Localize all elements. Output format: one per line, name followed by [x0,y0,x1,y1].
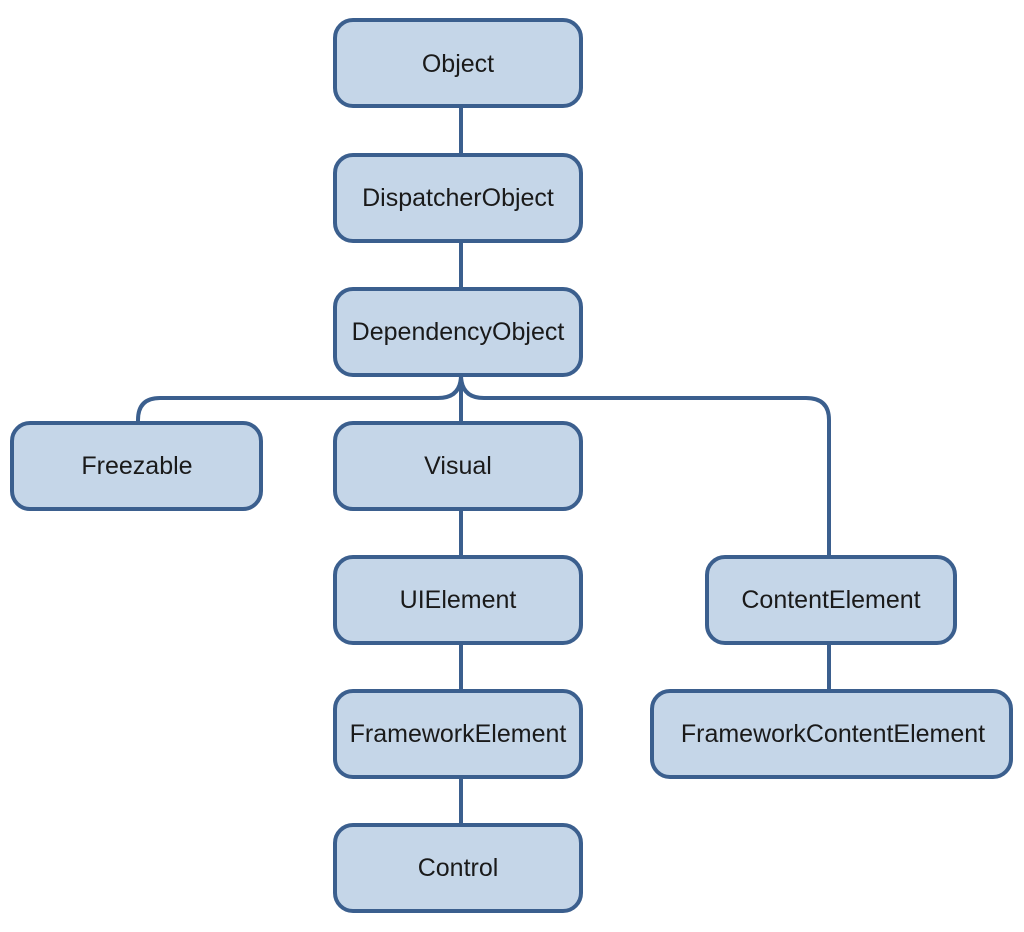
node-control: Control [333,823,583,913]
node-framework-content-element-label: FrameworkContentElement [681,720,985,748]
node-framework-element-label: FrameworkElement [350,720,567,748]
node-object: Object [333,18,583,108]
node-ui-element-label: UIElement [400,586,517,614]
node-ui-element: UIElement [333,555,583,645]
node-dependency-object: DependencyObject [333,287,583,377]
node-visual: Visual [333,421,583,511]
node-dispatcher-object-label: DispatcherObject [362,184,554,212]
node-content-element-label: ContentElement [741,586,920,614]
connectors [136,104,831,827]
node-visual-label: Visual [424,452,492,480]
node-dependency-object-label: DependencyObject [352,318,565,346]
node-freezable: Freezable [10,421,263,511]
connector-dependency-contentelement [459,373,831,559]
node-framework-element: FrameworkElement [333,689,583,779]
connector-dependency-freezable [136,373,463,425]
node-freezable-label: Freezable [81,452,192,480]
node-object-label: Object [422,50,494,78]
node-content-element: ContentElement [705,555,957,645]
node-dispatcher-object: DispatcherObject [333,153,583,243]
node-framework-content-element: FrameworkContentElement [650,689,1013,779]
node-control-label: Control [418,854,499,882]
